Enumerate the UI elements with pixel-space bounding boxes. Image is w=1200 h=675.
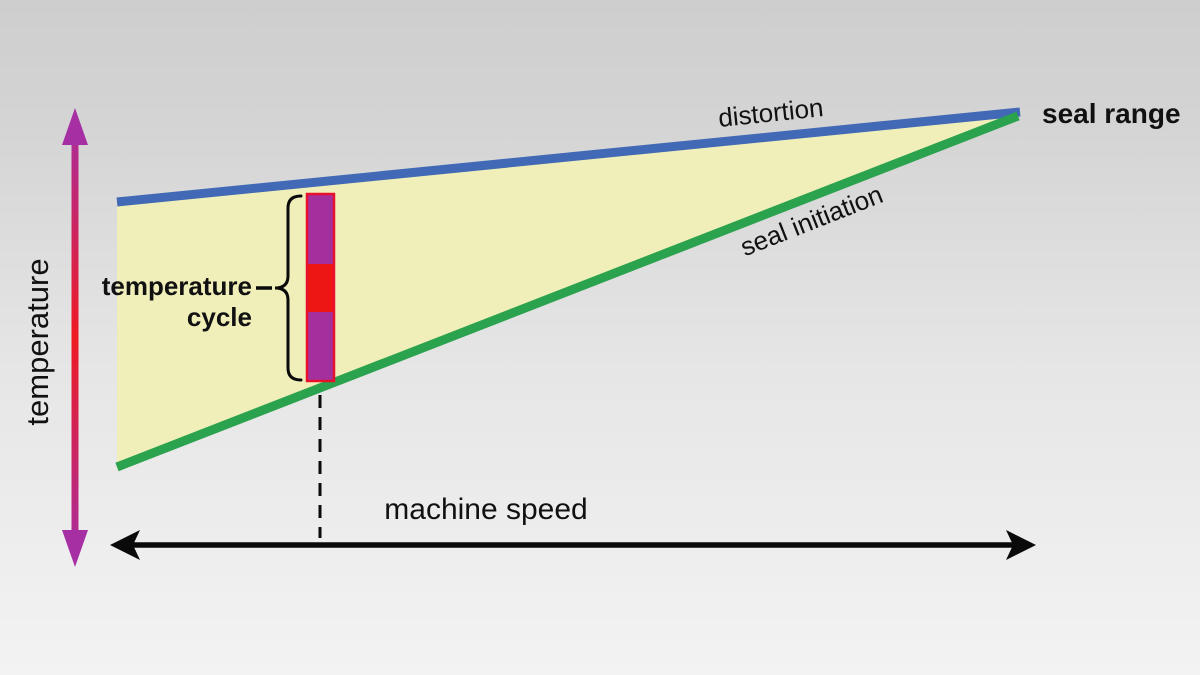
temperature-cycle-bar [305, 192, 336, 383]
y-axis-label: temperature [20, 258, 55, 426]
distortion-line [116, 107, 1021, 207]
temperature-cycle-brace [274, 194, 303, 382]
seal-range-label: seal range [1042, 98, 1181, 129]
cycle-bar-border [305, 192, 336, 383]
cycle-bar-segment-lower [308, 312, 333, 380]
temperature-axis-arrowhead-bottom-icon [62, 530, 88, 567]
machine-speed-arrowhead-left-icon [110, 530, 140, 560]
cycle-bar-segment-upper [308, 195, 333, 264]
x-axis-label: machine speed [384, 493, 588, 526]
cycle-bar-segment-middle [308, 264, 333, 312]
temperature-cycle-label: temperature cycle [54, 271, 252, 333]
temperature-axis-arrowhead-top-icon [62, 108, 88, 145]
temperature-cycle-label-line1: temperature [101, 271, 252, 301]
temperature-cycle-label-line2: cycle [186, 302, 252, 332]
seal-initiation-line [115, 111, 1020, 472]
machine-speed-arrowhead-right-icon [1006, 530, 1036, 560]
